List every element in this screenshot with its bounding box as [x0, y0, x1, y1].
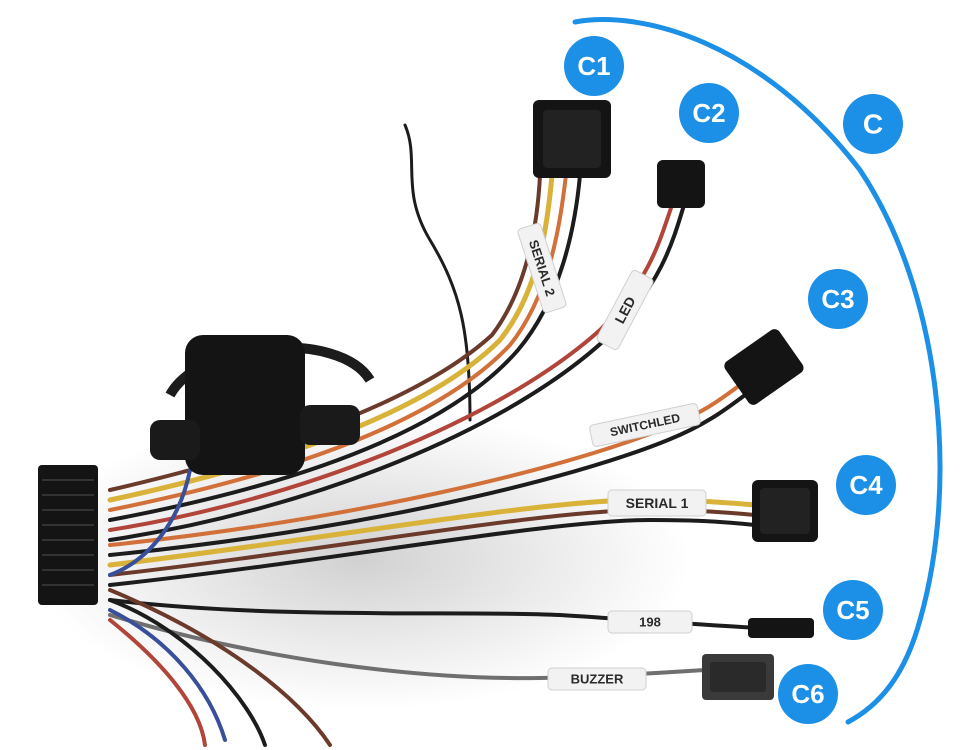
group-bracket [572, 17, 943, 725]
badge-c1: C1 [564, 36, 624, 96]
fuse-holder [150, 335, 375, 475]
badge-c4: C4 [836, 455, 896, 515]
connector-c3 [724, 329, 804, 405]
wire-tag-buzzer-label: BUZZER [571, 672, 624, 687]
badge-c6: C6 [778, 664, 838, 724]
badge-c5: C5 [823, 580, 883, 640]
badge-c6-label: C6 [791, 679, 824, 709]
badge-c1-label: C1 [577, 51, 610, 81]
wire-tag-198: 198 [607, 610, 693, 634]
connector-c4 [752, 480, 818, 542]
badge-c5-label: C5 [836, 595, 869, 625]
connector-c6 [702, 654, 774, 700]
badge-c2: C2 [679, 83, 739, 143]
badge-c4-label: C4 [849, 470, 883, 500]
badge-c3-label: C3 [821, 284, 854, 314]
wire-tag-buzzer: BUZZER [547, 667, 647, 691]
wire-tag-serial1-label: SERIAL 1 [626, 495, 689, 511]
wire-tag-led: LED [596, 269, 654, 351]
badge-group-c-label: C [863, 109, 883, 140]
wire-tag-serial1: SERIAL 1 [607, 489, 707, 517]
badge-group-c: C [843, 94, 903, 154]
connector-c1 [533, 100, 611, 178]
badge-c3: C3 [808, 269, 868, 329]
connector-c2 [657, 160, 705, 208]
main-connector [38, 465, 98, 605]
badge-c2-label: C2 [692, 98, 725, 128]
wire-tag-switchled: SWITCHLED [589, 403, 701, 447]
connector-c5 [748, 618, 814, 638]
wire-tag-198-label: 198 [639, 615, 661, 630]
